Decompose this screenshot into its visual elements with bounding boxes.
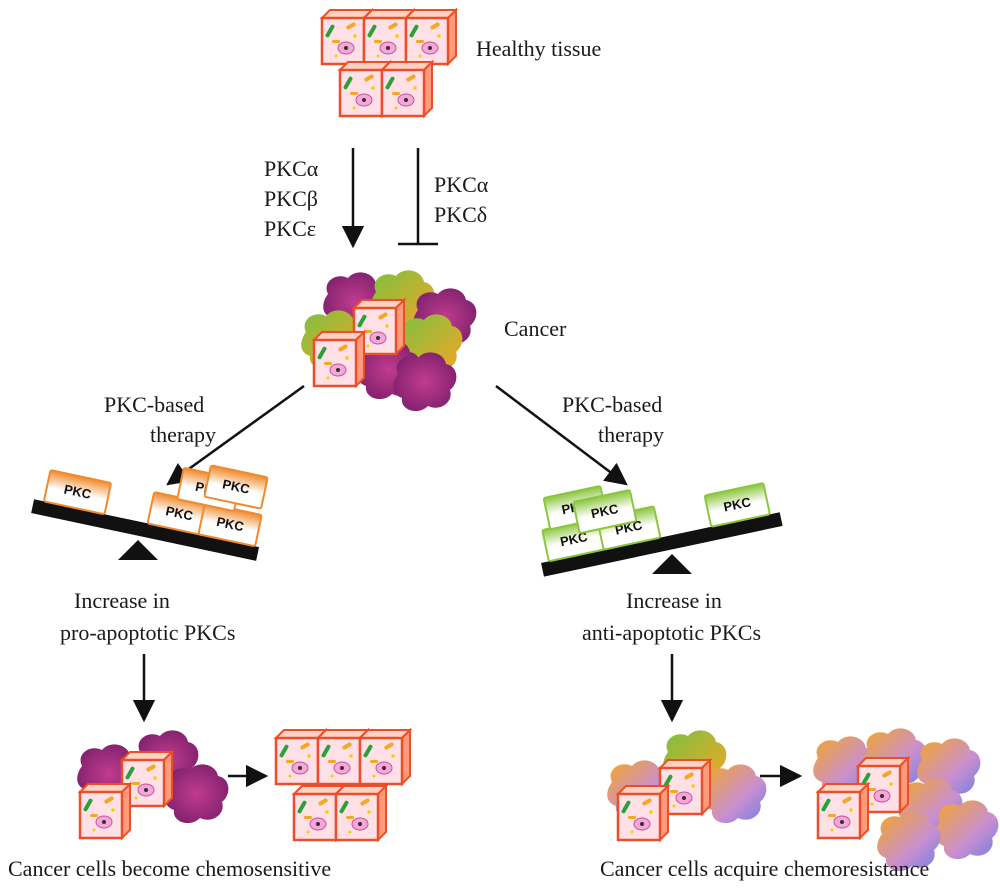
outcome-right: Cancer cells acquire chemoresistance — [600, 856, 929, 881]
cancer-label: Cancer — [504, 316, 567, 341]
pkc-box: PKC — [43, 469, 112, 515]
inhibit-pkc-1: PKCα — [434, 172, 489, 197]
cancer-resistant-small-cluster — [607, 730, 767, 842]
pkc-box: PKC — [703, 482, 771, 528]
increase-right-line1: Increase in — [626, 588, 722, 613]
seesaw-left: PKC PKC PKC PKC PKC — [31, 464, 269, 561]
increase-right-line2: anti-apoptotic PKCs — [582, 620, 761, 645]
pkc-box: PKC — [572, 489, 638, 534]
pkc-box-label: PKC — [215, 514, 246, 535]
increase-left-line1: Increase in — [74, 588, 170, 613]
therapy-arrow-right — [495, 385, 628, 486]
outcome-left: Cancer cells become chemosensitive — [8, 856, 331, 881]
restored-healthy-cluster — [274, 728, 412, 842]
pkc-box-label: PKC — [164, 503, 195, 524]
pkc-box: PKC — [197, 502, 263, 547]
cancer-shrinking-cluster — [77, 730, 229, 840]
cancer-cluster — [301, 270, 477, 412]
promote-pkc-2: PKCβ — [264, 186, 318, 211]
pkc-box-label: PKC — [63, 481, 94, 502]
pkc-box: PKC — [203, 464, 269, 510]
therapy-right-line2: therapy — [598, 422, 664, 447]
seesaw-left-fulcrum — [118, 540, 158, 560]
seesaw-right: PKC PKC PKC PKC PKC — [541, 482, 783, 577]
increase-left-line2: pro-apoptotic PKCs — [60, 620, 235, 645]
therapy-right-line1: PKC-based — [562, 392, 662, 417]
pkc-box-label: PKC — [722, 494, 753, 515]
seesaw-left-beam — [31, 499, 260, 561]
inhibit-pkc-2: PKCδ — [434, 202, 487, 227]
therapy-left-line1: PKC-based — [104, 392, 204, 417]
therapy-arrow-left — [166, 384, 305, 486]
promote-pkc-3: PKCε — [264, 216, 316, 241]
pkc-box-label: PKC — [590, 501, 621, 522]
seesaw-right-fulcrum — [652, 554, 692, 574]
healthy-tissue-cluster — [320, 8, 458, 118]
pkc-box-label: PKC — [559, 529, 590, 550]
therapy-left-line2: therapy — [150, 422, 216, 447]
seesaw-right-beam — [541, 512, 783, 577]
cancer-resistant-large-cluster — [813, 728, 999, 872]
promote-pkc-1: PKCα — [264, 156, 319, 181]
pkc-box-label: PKC — [221, 476, 252, 497]
healthy-tissue-label: Healthy tissue — [476, 36, 601, 61]
